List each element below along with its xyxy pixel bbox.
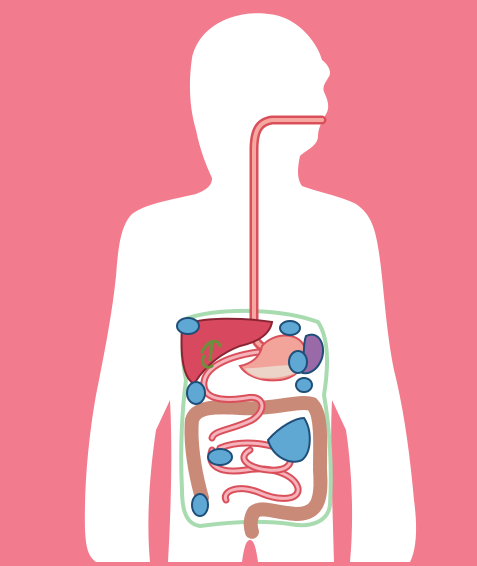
lymph-node (296, 378, 312, 392)
lymph-node (187, 382, 205, 404)
lymph-node (208, 449, 232, 465)
lymph-node (280, 321, 300, 335)
lymph-node (177, 318, 199, 334)
lymph-node (289, 351, 307, 373)
lymph-node (192, 494, 208, 516)
